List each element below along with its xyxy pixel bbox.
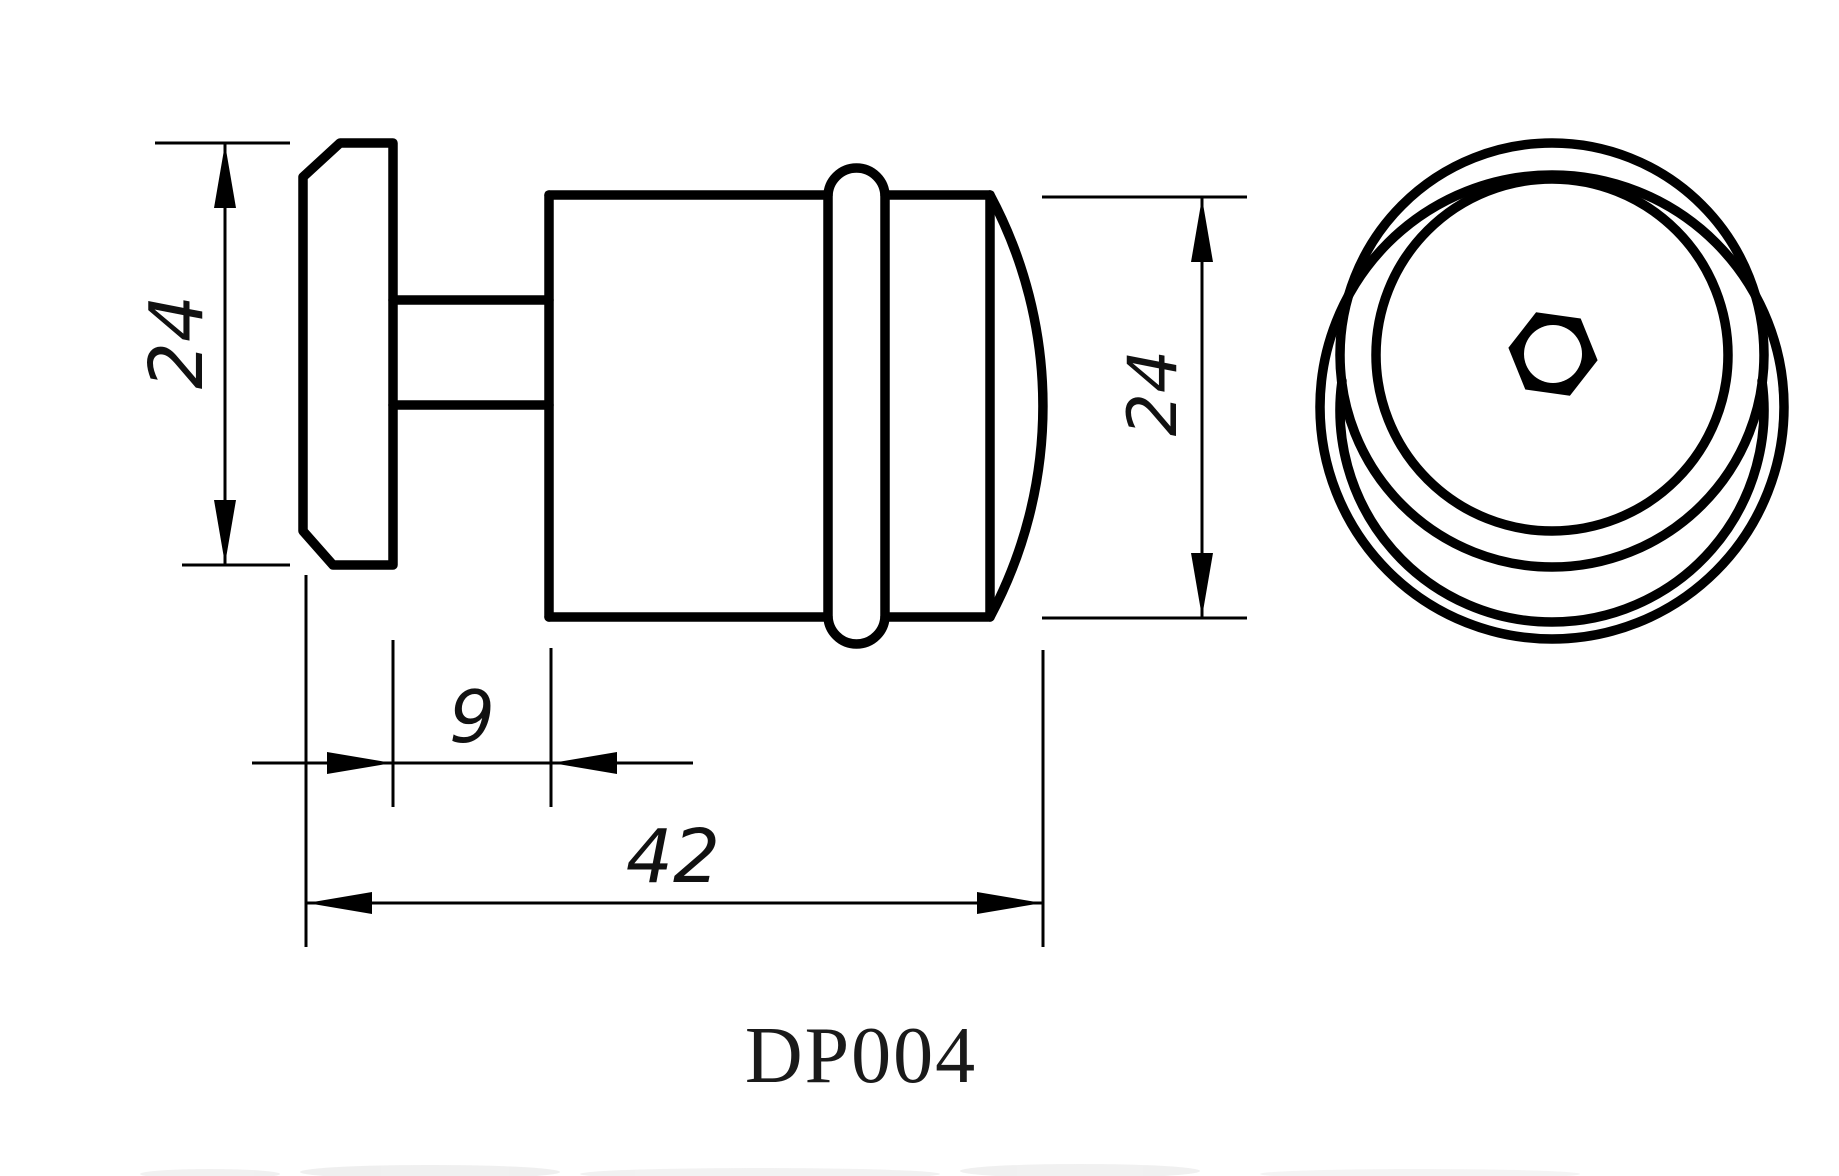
scan-noise: [140, 1164, 1580, 1176]
front-view: [1315, 138, 1789, 644]
dim-body-label: 24: [1114, 350, 1193, 437]
arrow-right-icon: [327, 752, 392, 774]
dimension-flange-diameter: 24: [134, 141, 290, 567]
dimension-body-diameter: 24: [1042, 195, 1247, 620]
part-number-label: DP004: [745, 1012, 977, 1100]
dim-flange-label: 24: [134, 295, 220, 389]
arrow-down-icon: [1191, 553, 1213, 617]
ring-outline: [823, 163, 890, 649]
arrow-left-icon: [552, 752, 617, 774]
side-view: [298, 138, 1048, 649]
body-circle-arc: [1335, 376, 1769, 627]
ring-circle: [1315, 170, 1789, 644]
dimension-overall-length: 42: [304, 575, 1045, 947]
arrow-up-icon: [1191, 198, 1213, 262]
arrow-left-icon: [307, 892, 372, 914]
dome-arc: [985, 190, 1048, 622]
flange-circle: [1335, 138, 1769, 572]
arrow-down-icon: [214, 500, 236, 564]
arrow-right-icon: [977, 892, 1042, 914]
arrow-up-icon: [214, 144, 236, 208]
dimension-stem-length: 9: [252, 640, 693, 807]
flange-outline: [298, 138, 398, 570]
dim-length-label: 42: [626, 814, 720, 900]
hex-socket-bore: [1524, 325, 1582, 383]
dim-stem-label: 9: [449, 675, 495, 759]
